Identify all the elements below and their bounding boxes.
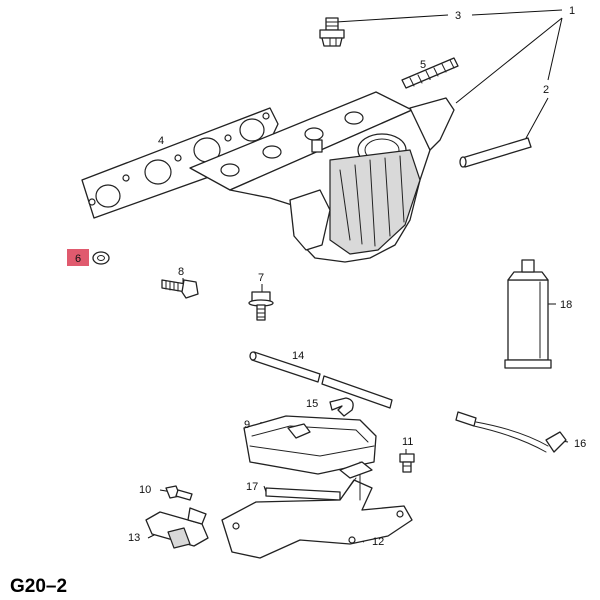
callout-11[interactable]: 11 bbox=[402, 436, 413, 448]
callout-1[interactable]: 1 bbox=[569, 5, 575, 17]
callout-15[interactable]: 15 bbox=[306, 398, 318, 410]
part-5-threaded-stud[interactable] bbox=[401, 57, 459, 89]
callout-3[interactable]: 3 bbox=[455, 10, 461, 22]
part-12-bracket[interactable] bbox=[221, 461, 413, 559]
part-15-hose-elbow[interactable] bbox=[329, 397, 354, 417]
callout-4[interactable]: 4 bbox=[158, 135, 164, 147]
callout-2[interactable]: 2 bbox=[543, 84, 549, 96]
callout-13[interactable]: 13 bbox=[128, 532, 140, 544]
part-16-sensor-cable[interactable] bbox=[455, 411, 567, 453]
part-14-guard-rod[interactable] bbox=[249, 351, 393, 409]
part-11-bolt[interactable] bbox=[399, 453, 415, 473]
part-18-sealant-tube[interactable] bbox=[504, 259, 552, 369]
callout-6[interactable]: 6 bbox=[75, 253, 81, 265]
part-2-rod[interactable] bbox=[459, 137, 532, 168]
callout-12[interactable]: 12 bbox=[372, 536, 384, 548]
part-10-bolt[interactable] bbox=[165, 485, 193, 501]
callout-8[interactable]: 8 bbox=[178, 266, 184, 278]
callout-7[interactable]: 7 bbox=[258, 272, 264, 284]
part-17-strip[interactable] bbox=[265, 487, 341, 501]
part-1-exhaust-manifold[interactable] bbox=[189, 91, 455, 263]
callout-18[interactable]: 18 bbox=[560, 299, 572, 311]
callout-10[interactable]: 10 bbox=[139, 484, 151, 496]
callout-16[interactable]: 16 bbox=[574, 438, 586, 450]
part-9-heat-shield[interactable] bbox=[243, 415, 377, 475]
callout-17[interactable]: 17 bbox=[246, 481, 258, 493]
part-13-clip[interactable] bbox=[145, 507, 209, 549]
diagram-code: G20–2 bbox=[10, 576, 67, 597]
part-3-stud-bolt[interactable] bbox=[319, 17, 345, 47]
callout-14[interactable]: 14 bbox=[292, 350, 304, 362]
callout-5[interactable]: 5 bbox=[420, 59, 426, 71]
part-8-bolt[interactable] bbox=[161, 279, 199, 299]
callout-6-highlight bbox=[67, 249, 89, 266]
part-6-nut[interactable] bbox=[92, 251, 110, 265]
callout-9[interactable]: 9 bbox=[244, 419, 250, 431]
part-7-bolt[interactable] bbox=[248, 291, 274, 321]
callout-labels: 1 2 3 4 5 6 7 8 9 10 11 12 13 14 15 16 1… bbox=[67, 5, 586, 548]
